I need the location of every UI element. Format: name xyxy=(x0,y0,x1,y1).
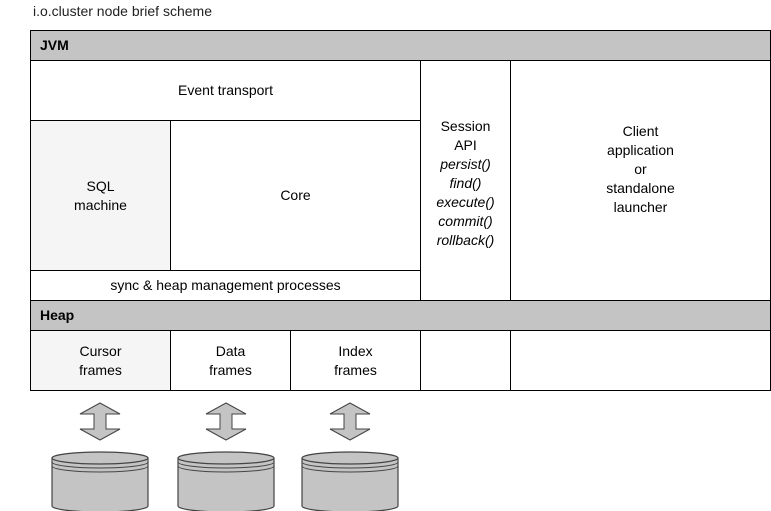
double-arrow-icon xyxy=(329,402,371,441)
method-execute: execute() xyxy=(436,194,495,210)
disk-ring-line xyxy=(51,465,149,473)
client-line-2: application xyxy=(607,142,674,158)
client-line-4: standalone xyxy=(606,180,675,196)
sync-processes-box: sync & heap management processes xyxy=(30,270,421,301)
double-arrow-icon xyxy=(205,402,247,441)
cursor-frames-box: Cursor frames xyxy=(30,330,171,391)
client-application-box: Client application or standalone launche… xyxy=(510,60,771,301)
disk-top-icon xyxy=(177,451,275,465)
cursor-frames-line2: frames xyxy=(79,361,122,378)
session-api-title-1: Session xyxy=(440,118,491,134)
disk-ring-line xyxy=(301,461,399,469)
sql-machine-line2: machine xyxy=(74,196,127,213)
diagram-title: i.o.cluster node brief scheme xyxy=(33,3,212,19)
disk-ring-line xyxy=(51,461,149,469)
double-arrow-icon xyxy=(79,402,121,441)
disk-ring-line xyxy=(301,465,399,473)
disk-ring-line xyxy=(177,461,275,469)
disk-ring-line xyxy=(177,465,275,473)
client-line-5: launcher xyxy=(613,199,668,215)
data-frames-line2: frames xyxy=(209,361,252,378)
session-api-title-2: API xyxy=(454,137,477,153)
disk-top-icon xyxy=(51,451,149,465)
method-rollback: rollback() xyxy=(436,232,495,248)
index-frames-box: Index frames xyxy=(290,330,421,391)
heap-header: Heap xyxy=(30,300,771,331)
cursor-frames-line1: Cursor xyxy=(79,342,122,359)
client-line-3: or xyxy=(634,161,647,177)
disk-top-icon xyxy=(301,451,399,465)
heap-empty-cell-1 xyxy=(420,330,511,391)
heap-empty-cell-2 xyxy=(510,330,771,391)
data-frames-line1: Data xyxy=(215,342,246,359)
index-frames-line1: Index xyxy=(338,342,373,359)
core-box: Core xyxy=(170,120,421,271)
method-commit: commit() xyxy=(438,213,493,229)
data-frames-box: Data frames xyxy=(170,330,291,391)
method-find: find() xyxy=(449,175,482,191)
sql-machine-line1: SQL xyxy=(86,177,115,194)
client-line-1: Client xyxy=(622,123,659,139)
session-api-box: Session API persist() find() execute() c… xyxy=(420,60,511,301)
method-persist: persist() xyxy=(440,156,491,172)
index-frames-line2: frames xyxy=(334,361,377,378)
